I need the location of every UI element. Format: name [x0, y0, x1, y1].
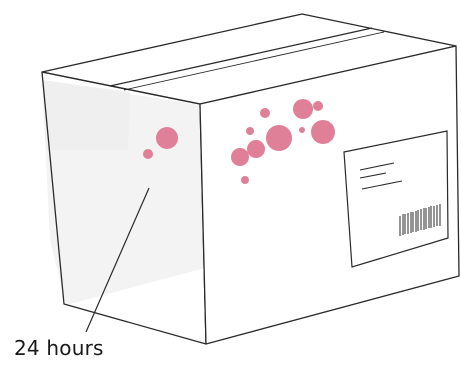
stain-spot	[247, 140, 265, 158]
stain-spot	[143, 149, 153, 159]
stain-spot	[246, 127, 254, 135]
stain-spot	[241, 176, 249, 184]
stain-spot	[266, 125, 292, 151]
stain-spot	[260, 108, 270, 118]
stain-spot	[311, 120, 335, 144]
stain-spot	[231, 148, 249, 166]
stain-spot	[156, 127, 178, 149]
annotation-label: 24 hours	[14, 336, 104, 360]
stain-spot	[313, 101, 323, 111]
stain-spot	[293, 99, 313, 119]
box-shading	[42, 80, 205, 305]
stain-spot	[299, 127, 305, 133]
